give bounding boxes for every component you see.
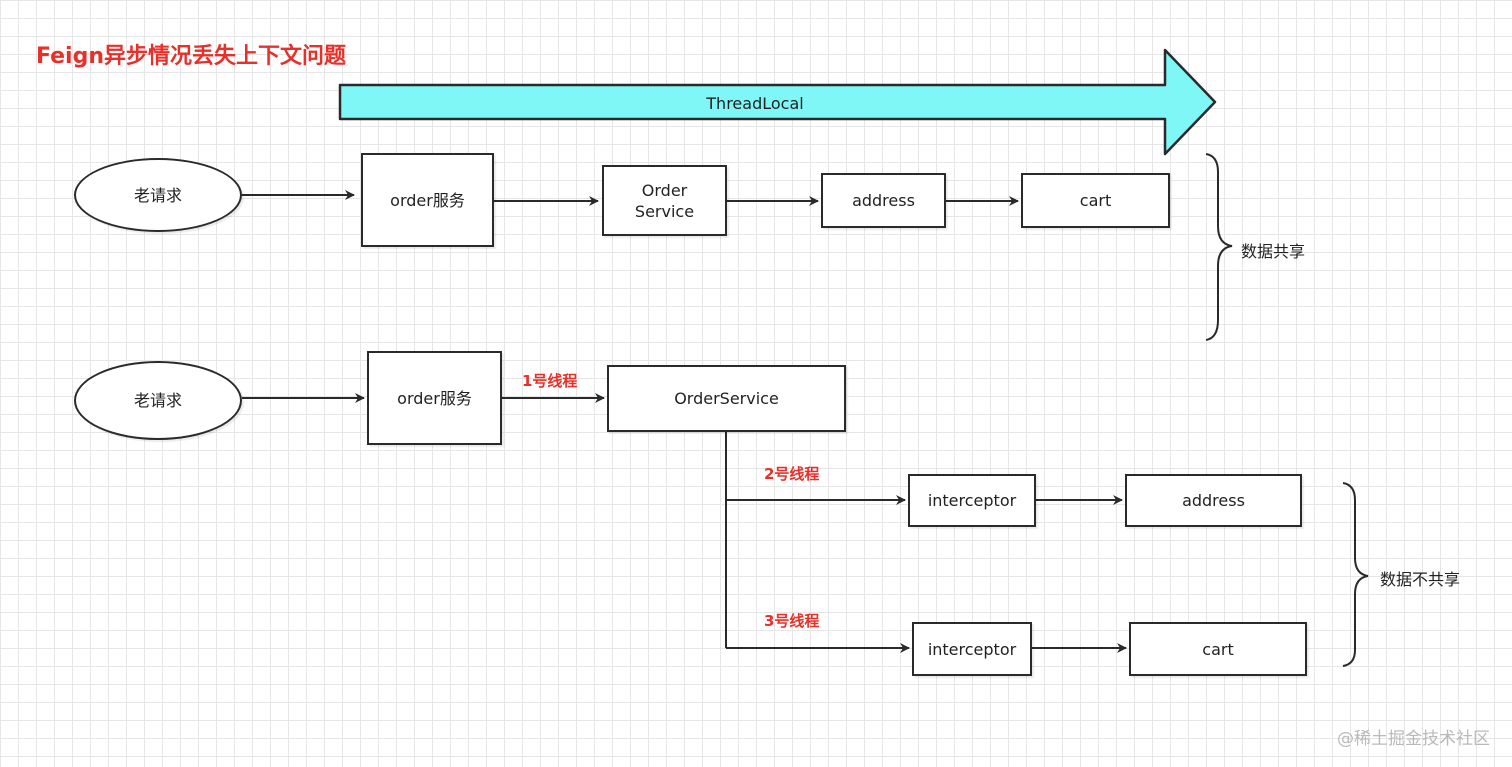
interceptor-node-b: interceptor <box>912 622 1032 676</box>
interceptor-label-b: interceptor <box>927 639 1017 659</box>
order-service-label-1: order服务 <box>390 190 465 210</box>
orderservice-node-2: OrderService <box>607 365 846 432</box>
orderservice-node-1: Order Service <box>602 165 727 236</box>
order-service-label-2: order服务 <box>397 388 472 408</box>
thread-2-label: 2号线程 <box>764 465 820 483</box>
address-node-2: address <box>1125 474 1302 527</box>
address-label-2: address <box>1182 491 1245 510</box>
data-not-shared-label: 数据不共享 <box>1380 570 1461 589</box>
page-title: Feign异步情况丢失上下文问题 <box>36 44 347 69</box>
cart-label-2: cart <box>1202 639 1234 659</box>
interceptor-node-a: interceptor <box>908 474 1036 527</box>
thread-3-label: 3号线程 <box>764 612 820 630</box>
threadlocal-label: ThreadLocal <box>706 93 804 113</box>
old-request-node-2: 老请求 <box>74 361 242 440</box>
orderservice-label-line2: Service <box>634 201 695 221</box>
cart-node-2: cart <box>1129 622 1307 676</box>
thread-1-label: 1号线程 <box>522 372 578 390</box>
cart-label-1: cart <box>1079 191 1112 210</box>
order-service-node-1: order服务 <box>361 153 494 247</box>
brace-shared <box>1205 153 1233 341</box>
orderservice-label-2: OrderService <box>674 389 779 408</box>
old-request-label-1: 老请求 <box>133 185 182 205</box>
address-label-1: address <box>852 191 915 210</box>
watermark: @稀土掘金技术社区 <box>1337 729 1490 749</box>
address-node-1: address <box>821 173 946 228</box>
interceptor-label-a: interceptor <box>927 491 1017 510</box>
cart-node-1: cart <box>1021 173 1170 228</box>
order-service-node-2: order服务 <box>367 351 502 445</box>
orderservice-label-line1: Order <box>641 180 688 200</box>
brace-not-shared <box>1342 482 1369 667</box>
old-request-label-2: 老请求 <box>133 391 182 410</box>
threadlocal-arrow <box>338 48 1217 156</box>
old-request-node-1: 老请求 <box>74 158 242 232</box>
data-shared-label: 数据共享 <box>1241 242 1306 261</box>
